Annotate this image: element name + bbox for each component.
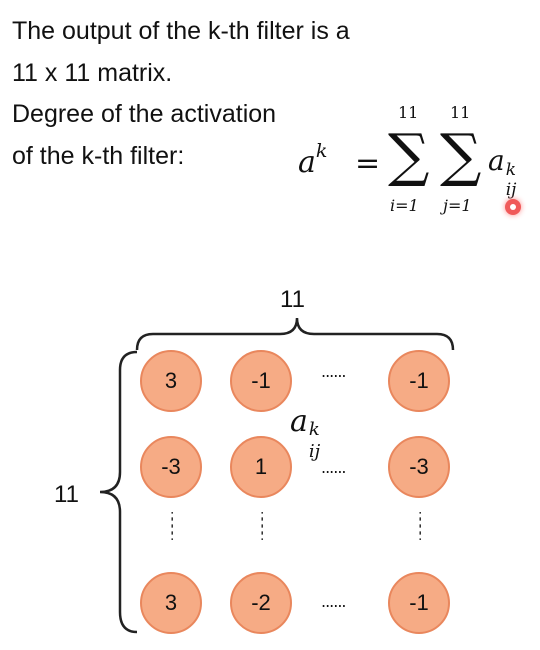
matrix-side-label: 11 [54,481,79,508]
intro-line-2: 11 x 11 matrix. [12,59,173,87]
matrix-cell-r2-c3: -3 [388,436,450,498]
row3-ellipsis: ...... [321,592,346,611]
matrix-cell-r1-c2: -1 [230,350,292,412]
sum-j-lower: j=1 [443,196,472,215]
matrix-cell-r1-c3: -1 [388,350,450,412]
formula-equals: = [355,146,381,181]
matrix-top-label: 11 [280,286,305,313]
matrix-cell-r3-c2: -2 [230,572,292,634]
col3-ellipsis: :::: [418,508,423,544]
sum-symbol-i: ∑ [388,121,430,189]
formula-term: a k ij [488,144,517,200]
matrix-cell-r2-c1: -3 [140,436,202,498]
intro-line-1: The output of the k-th filter is a [12,17,350,45]
sum-symbol-j: ∑ [440,121,482,189]
sum-i-lower: i=1 [390,196,419,215]
row1-ellipsis: ...... [321,362,346,381]
intro-line-3: Degree of the activation [12,100,277,128]
formula-lhs: ak [298,140,328,180]
col2-ellipsis: :::: [260,508,265,544]
matrix-cell-r3-c3: -1 [388,572,450,634]
intro-line-4: of the k-th filter: [12,142,185,170]
col1-ellipsis: :::: [170,508,175,544]
sum-j-upper: 11 [450,103,471,122]
matrix-cell-r2-c2: 1 [230,436,292,498]
row2-ellipsis: ...... [321,458,346,477]
matrix-cell-r1-c1: 3 [140,350,202,412]
matrix-cell-r3-c1: 3 [140,572,202,634]
matrix-element-label: a k ij [290,404,321,462]
laser-pointer-dot [505,199,521,215]
sum-i-upper: 11 [398,103,419,122]
